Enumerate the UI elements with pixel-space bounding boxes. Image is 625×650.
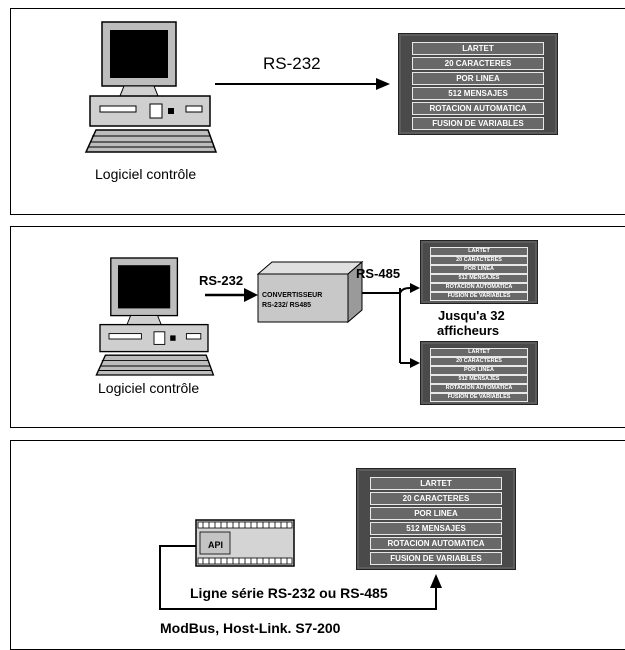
display-line: 20 CARACTERES bbox=[430, 357, 528, 366]
display-line: LARTET bbox=[430, 348, 528, 357]
link-label: Ligne série RS-232 ou RS-485 bbox=[190, 585, 388, 601]
message-display: LARTET 20 CARACTERES POR LINEA 512 MENSA… bbox=[420, 240, 538, 304]
display-line: FUSION DE VARIABLES bbox=[430, 292, 528, 301]
display-line: LARTET bbox=[430, 247, 528, 256]
display-line: 512 MENSAJES bbox=[411, 87, 545, 100]
protocol-label: RS-232 bbox=[199, 273, 244, 288]
display-line: POR LINEA bbox=[369, 507, 503, 520]
capacity-label: Jusqu'a 32 bbox=[438, 308, 505, 323]
panel-plc-link bbox=[10, 440, 625, 650]
capacity-label: afficheurs bbox=[437, 323, 500, 338]
display-line: 20 CARACTERES bbox=[411, 57, 545, 70]
display-line: 512 MENSAJES bbox=[369, 522, 503, 535]
plc-label: API bbox=[208, 540, 224, 550]
display-line: ROTACION AUTOMATICA bbox=[369, 537, 503, 550]
display-line: 20 CARACTERES bbox=[430, 256, 528, 265]
display-line: 20 CARACTERES bbox=[369, 492, 503, 505]
display-line: ROTACION AUTOMATICA bbox=[430, 283, 528, 292]
pc-caption: Logiciel contrôle bbox=[95, 166, 197, 182]
display-line: FUSION DE VARIABLES bbox=[411, 117, 545, 130]
converter-label: RS-232/ RS485 bbox=[262, 302, 312, 309]
display-line: POR LINEA bbox=[430, 265, 528, 274]
message-display: LARTET 20 CARACTERES POR LINEA 512 MENSA… bbox=[398, 33, 558, 135]
display-line: POR LINEA bbox=[411, 72, 545, 85]
protocols-label: ModBus, Host-Link. S7-200 bbox=[160, 620, 341, 636]
display-line: LARTET bbox=[369, 477, 503, 490]
display-line: 512 MENSAJES bbox=[430, 274, 528, 283]
display-line: LARTET bbox=[411, 42, 545, 55]
protocol-label: RS-485 bbox=[356, 266, 401, 281]
display-line: ROTACION AUTOMATICA bbox=[430, 384, 528, 393]
protocol-label: RS-232 bbox=[263, 54, 321, 73]
display-line: ROTACION AUTOMATICA bbox=[411, 102, 545, 115]
converter-label: CONVERTISSEUR bbox=[262, 292, 323, 299]
display-line: POR LINEA bbox=[430, 366, 528, 375]
display-line: 512 MENSAJES bbox=[430, 375, 528, 384]
message-display: LARTET 20 CARACTERES POR LINEA 512 MENSA… bbox=[420, 341, 538, 405]
pc-caption: Logiciel contrôle bbox=[98, 380, 200, 396]
display-line: FUSION DE VARIABLES bbox=[369, 552, 503, 565]
message-display: LARTET 20 CARACTERES POR LINEA 512 MENSA… bbox=[356, 468, 516, 570]
display-line: FUSION DE VARIABLES bbox=[430, 393, 528, 402]
